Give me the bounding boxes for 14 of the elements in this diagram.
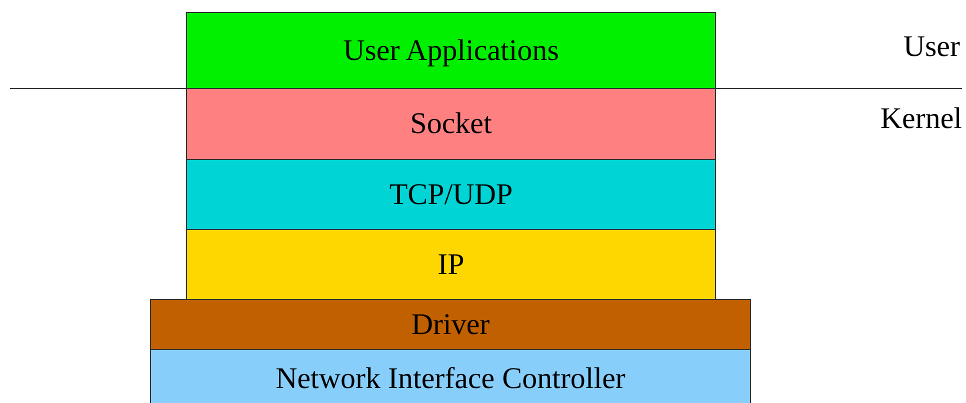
layer-box	[150, 349, 751, 403]
region-label: User	[903, 30, 960, 64]
layer-label: IP	[438, 248, 464, 282]
layer-box	[186, 12, 716, 89]
layer-label: Driver	[411, 308, 490, 342]
layer-label: TCP/UDP	[389, 178, 513, 212]
layer-label: Network Interface Controller	[276, 362, 626, 396]
layer-label: Socket	[410, 107, 492, 141]
layer-box	[186, 159, 716, 230]
layer-box	[150, 299, 751, 350]
layer-label: User Applications	[343, 34, 559, 68]
layer-box	[186, 88, 716, 160]
layer-box	[186, 229, 716, 300]
region-label: Kernel	[880, 102, 962, 136]
